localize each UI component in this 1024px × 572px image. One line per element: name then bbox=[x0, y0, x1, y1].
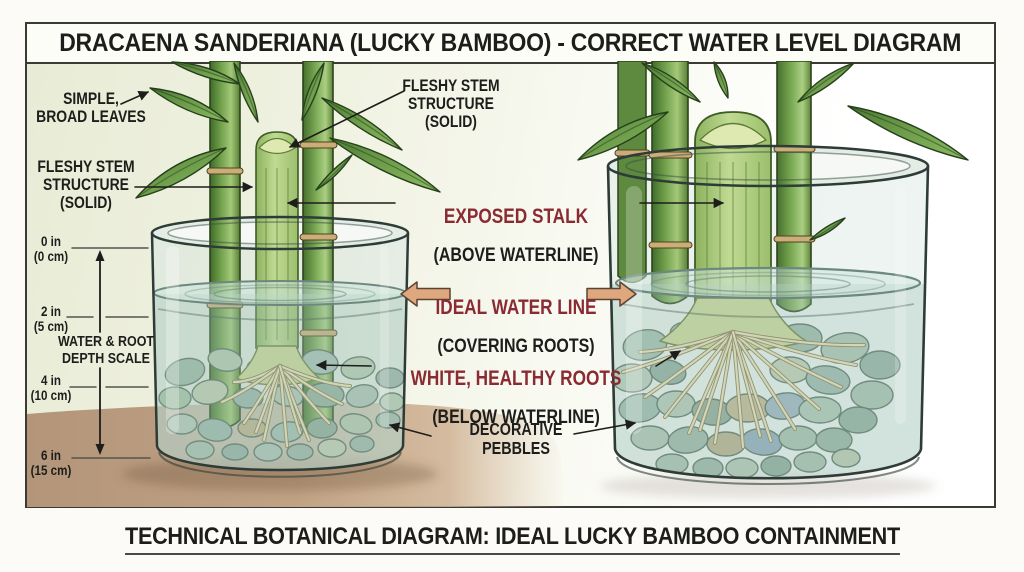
scale-tick-2in: 2 in(5 cm) bbox=[33, 304, 69, 334]
label-ideal-water-line-main: IDEAL WATER LINE bbox=[435, 295, 597, 319]
depth-scale-arrow bbox=[95, 250, 105, 455]
label-exposed-stalk-main: EXPOSED STALK bbox=[443, 204, 589, 228]
label-healthy-roots-main: WHITE, HEALTHY ROOTS bbox=[410, 366, 622, 390]
annotation-layer bbox=[66, 90, 725, 459]
label-ideal-water-line-sub: (COVERING ROOTS) bbox=[437, 334, 595, 357]
bottom-caption-text: TECHNICAL BOTANICAL DIAGRAM: IDEAL LUCKY… bbox=[124, 523, 900, 555]
label-fleshy-stem-top: FLESHY STEM STRUCTURE (SOLID) bbox=[402, 76, 500, 132]
leader-roots-left bbox=[315, 359, 372, 371]
right-water-surface bbox=[614, 266, 922, 300]
diagram-title: DRACAENA SANDERIANA (LUCKY BAMBOO) - COR… bbox=[59, 28, 962, 57]
scale-tick-0in: 0 in(0 cm) bbox=[33, 234, 69, 264]
water-line-arrow-left bbox=[400, 281, 451, 307]
label-decorative-pebbles: DECORATIVE PEBBLES bbox=[469, 419, 563, 458]
label-exposed-stalk: EXPOSED STALK (ABOVE WATERLINE) bbox=[409, 189, 622, 283]
title-bar: DRACAENA SANDERIANA (LUCKY BAMBOO) - COR… bbox=[27, 24, 994, 64]
right-vessel bbox=[606, 61, 930, 485]
label-fleshy-stem-left: FLESHY STEM STRUCTURE (SOLID) bbox=[37, 157, 135, 213]
label-ideal-water-line: IDEAL WATER LINE (COVERING ROOTS) bbox=[409, 280, 622, 374]
diagram-art bbox=[27, 61, 969, 507]
label-simple-broad-leaves: SIMPLE, BROAD LEAVES bbox=[36, 89, 146, 127]
bottom-caption: TECHNICAL BOTANICAL DIAGRAM: IDEAL LUCKY… bbox=[0, 523, 1024, 555]
leader-fleshy-top bbox=[289, 90, 405, 148]
label-exposed-stalk-sub: (ABOVE WATERLINE) bbox=[433, 243, 599, 266]
right-cut-stalk bbox=[694, 111, 772, 303]
label-healthy-roots: WHITE, HEALTHY ROOTS (BELOW WATERLINE) bbox=[393, 351, 639, 445]
leader-pebbles-left bbox=[388, 422, 432, 437]
leader-pebbles-right bbox=[573, 419, 637, 435]
water-line-arrows bbox=[400, 281, 637, 307]
scale-tick-6in: 6 in(15 cm) bbox=[30, 448, 72, 478]
left-roots bbox=[220, 364, 352, 448]
plant-leaves bbox=[135, 61, 969, 241]
depth-scale-ticks bbox=[66, 247, 151, 459]
left-vessel bbox=[150, 61, 410, 478]
leader-simple-leaves bbox=[120, 91, 149, 105]
left-cut-face bbox=[258, 137, 296, 155]
scale-title: WATER & ROOT DEPTH SCALE bbox=[57, 334, 155, 367]
label-healthy-roots-sub: (BELOW WATERLINE) bbox=[432, 405, 600, 428]
leader-lines bbox=[120, 90, 725, 437]
scale-tick-4in: 4 in(10 cm) bbox=[30, 373, 72, 403]
water-line-arrow-right bbox=[586, 281, 637, 307]
leader-roots-right bbox=[655, 350, 681, 367]
